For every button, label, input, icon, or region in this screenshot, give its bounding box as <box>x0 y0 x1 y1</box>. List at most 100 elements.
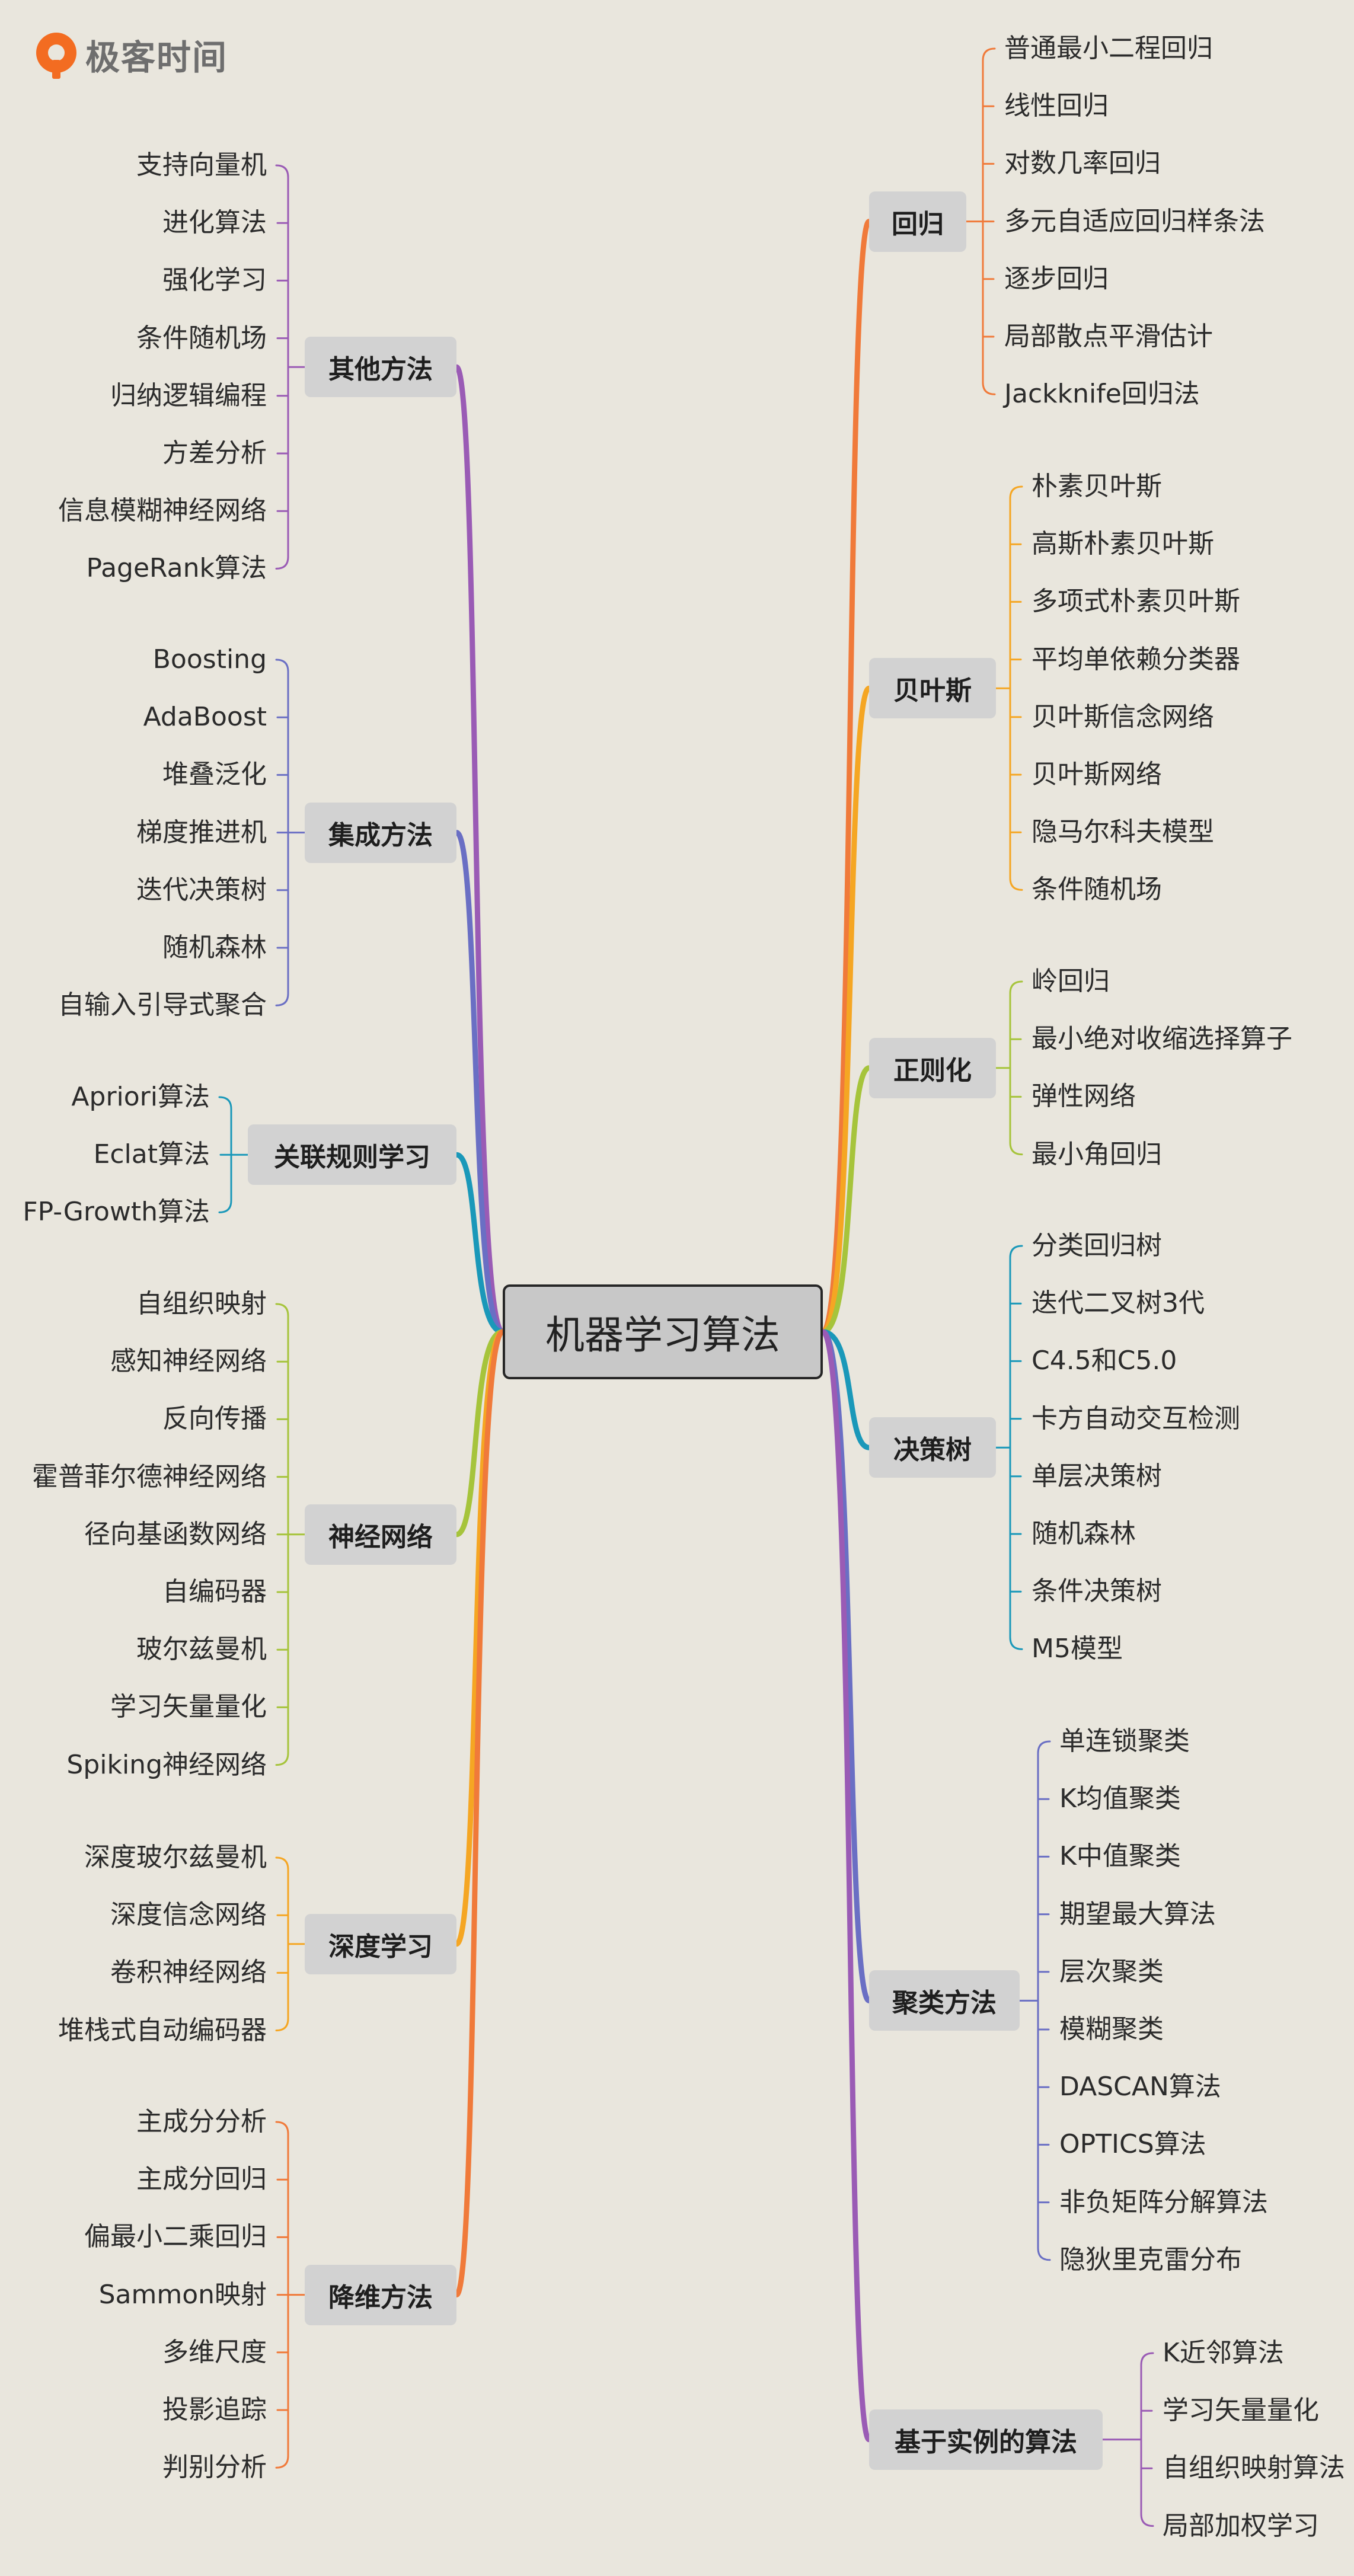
branch-node[interactable]: 神经网络 <box>305 1504 456 1565</box>
leaf-topic[interactable]: 单连锁聚类 <box>1059 1726 1190 1756</box>
leaf-topic[interactable]: 单层决策树 <box>1032 1460 1162 1491</box>
leaf-topic[interactable]: 进化算法 <box>162 207 267 238</box>
leaf-topic[interactable]: Boosting <box>152 644 267 675</box>
leaf-topic[interactable]: Jackknife回归法 <box>1004 379 1200 410</box>
leaf-topic[interactable]: 主成分分析 <box>136 2107 267 2137</box>
leaf-topic[interactable]: 线性回归 <box>1004 91 1109 122</box>
leaf-topic[interactable]: 归纳逻辑编程 <box>110 380 267 411</box>
leaf-topic[interactable]: 梯度推进机 <box>136 817 267 848</box>
leaf-topic[interactable]: 最小绝对收缩选择算子 <box>1032 1024 1292 1054</box>
leaf-topic[interactable]: 迭代二叉树3代 <box>1032 1288 1205 1319</box>
leaf-topic[interactable]: 霍普菲尔德神经网络 <box>32 1461 267 1492</box>
leaf-topic[interactable]: 投影追踪 <box>162 2395 267 2425</box>
branch-node[interactable]: 聚类方法 <box>869 1970 1020 2031</box>
branch-connector <box>454 364 506 1335</box>
leaf-topic[interactable]: 多元自适应回归样条法 <box>1004 206 1265 236</box>
leaf-topic[interactable]: 条件随机场 <box>1032 874 1162 905</box>
leaf-topic[interactable]: 期望最大算法 <box>1059 1899 1216 1929</box>
leaf-topic[interactable]: 分类回归树 <box>1032 1231 1162 1261</box>
leaf-topic[interactable]: 多项式朴素贝叶斯 <box>1032 586 1240 617</box>
branch-connector <box>820 1329 872 2443</box>
leaf-bracket <box>1037 1740 1051 2261</box>
leaf-topic[interactable]: 条件决策树 <box>1032 1576 1162 1607</box>
leaf-topic[interactable]: 对数几率回归 <box>1004 148 1161 179</box>
leaf-topic[interactable]: 朴素贝叶斯 <box>1032 471 1162 501</box>
leaf-topic[interactable]: 条件随机场 <box>136 322 267 353</box>
leaf-topic[interactable]: 学习矢量量化 <box>110 1692 267 1722</box>
leaf-topic[interactable]: M5模型 <box>1032 1634 1123 1664</box>
leaf-topic[interactable]: 自组织映射 <box>136 1289 267 1319</box>
leaf-topic[interactable]: Apriori算法 <box>71 1082 210 1112</box>
branch-node[interactable]: 决策树 <box>869 1417 996 1478</box>
branch-node[interactable]: 正则化 <box>869 1037 996 1098</box>
leaf-topic[interactable]: 反向传播 <box>162 1404 267 1434</box>
leaf-topic[interactable]: Eclat算法 <box>93 1139 210 1170</box>
leaf-topic[interactable]: K均值聚类 <box>1059 1784 1181 1814</box>
leaf-topic[interactable]: 感知神经网络 <box>110 1346 267 1377</box>
leaf-topic[interactable]: 自输入引导式聚合 <box>58 990 267 1021</box>
branch-node[interactable]: 关联规则学习 <box>248 1124 456 1185</box>
leaf-topic[interactable]: 迭代决策树 <box>136 874 267 905</box>
brand-name: 极客时间 <box>85 37 228 78</box>
branch-node[interactable]: 深度学习 <box>305 1913 456 1974</box>
leaf-topic[interactable]: 卡方自动交互检测 <box>1032 1403 1240 1434</box>
leaf-topic[interactable]: 贝叶斯网络 <box>1032 759 1162 790</box>
leaf-topic[interactable]: 非负矩阵分解算法 <box>1059 2187 1268 2217</box>
branch-connector <box>454 1152 506 1335</box>
leaf-topic[interactable]: 随机森林 <box>1032 1519 1136 1549</box>
leaf-topic[interactable]: 支持向量机 <box>136 150 267 180</box>
leaf-topic[interactable]: 多维尺度 <box>162 2337 267 2367</box>
leaf-topic[interactable]: 堆栈式自动编码器 <box>58 2015 267 2046</box>
leaf-topic[interactable]: 逐步回归 <box>1004 263 1109 294</box>
leaf-topic[interactable]: OPTICS算法 <box>1059 2129 1206 2160</box>
leaf-topic[interactable]: Sammon映射 <box>98 2279 267 2310</box>
leaf-topic[interactable]: 局部加权学习 <box>1163 2510 1319 2541</box>
branch-node[interactable]: 降维方法 <box>305 2264 456 2325</box>
leaf-topic[interactable]: 隐马尔科夫模型 <box>1032 817 1214 848</box>
leaf-topic[interactable]: 普通最小二程回归 <box>1004 33 1213 63</box>
leaf-topic[interactable]: 判别分析 <box>162 2452 267 2483</box>
leaf-topic[interactable]: 平均单依赖分类器 <box>1032 644 1240 675</box>
branch-node[interactable]: 贝叶斯 <box>869 658 996 719</box>
leaf-topic[interactable]: 贝叶斯信念网络 <box>1032 701 1214 732</box>
leaf-bracket <box>1009 1245 1023 1650</box>
branch-node[interactable]: 回归 <box>869 191 966 252</box>
leaf-topic[interactable]: 深度信念网络 <box>110 1900 267 1931</box>
leaf-topic[interactable]: 方差分析 <box>162 438 267 468</box>
leaf-topic[interactable]: 模糊聚类 <box>1059 2014 1164 2044</box>
leaf-topic[interactable]: 信息模糊神经网络 <box>58 496 267 526</box>
leaf-topic[interactable]: AdaBoost <box>143 702 267 733</box>
branch-node[interactable]: 其他方法 <box>305 337 456 398</box>
central-topic[interactable]: 机器学习算法 <box>503 1284 823 1379</box>
branch-node[interactable]: 基于实例的算法 <box>869 2409 1103 2470</box>
leaf-topic[interactable]: DASCAN算法 <box>1059 2072 1221 2102</box>
leaf-topic[interactable]: 随机森林 <box>162 932 267 963</box>
leaf-topic[interactable]: 主成分回归 <box>136 2164 267 2195</box>
leaf-topic[interactable]: 岭回归 <box>1032 966 1110 996</box>
leaf-topic[interactable]: 层次聚类 <box>1059 1956 1164 1987</box>
leaf-topic[interactable]: K近邻算法 <box>1163 2338 1284 2368</box>
leaf-topic[interactable]: 深度玻尔兹曼机 <box>84 1842 267 1872</box>
leaf-topic[interactable]: 卷积神经网络 <box>110 1957 267 1988</box>
leaf-topic[interactable]: 最小角回归 <box>1032 1139 1162 1169</box>
leaf-topic[interactable]: 自组织映射算法 <box>1163 2453 1345 2484</box>
leaf-topic[interactable]: 径向基函数网络 <box>84 1519 267 1549</box>
branch-connector <box>454 1329 506 2298</box>
leaf-topic[interactable]: K中值聚类 <box>1059 1841 1181 1872</box>
leaf-topic[interactable]: C4.5和C5.0 <box>1032 1345 1177 1376</box>
leaf-topic[interactable]: 弹性网络 <box>1032 1081 1136 1112</box>
leaf-topic[interactable]: FP-Growth算法 <box>23 1197 210 1228</box>
leaf-topic[interactable]: 隐狄里克雷分布 <box>1059 2244 1242 2275</box>
brand-logo: 极客时间 <box>31 26 228 83</box>
leaf-topic[interactable]: 学习矢量量化 <box>1163 2395 1319 2426</box>
leaf-topic[interactable]: PageRank算法 <box>86 553 267 584</box>
leaf-topic[interactable]: 堆叠泛化 <box>162 759 267 790</box>
leaf-topic[interactable]: Spiking神经网络 <box>66 1749 267 1780</box>
leaf-topic[interactable]: 局部散点平滑估计 <box>1004 321 1213 351</box>
branch-node[interactable]: 集成方法 <box>305 802 456 863</box>
leaf-topic[interactable]: 高斯朴素贝叶斯 <box>1032 529 1214 560</box>
leaf-topic[interactable]: 偏最小二乘回归 <box>84 2222 267 2252</box>
leaf-topic[interactable]: 玻尔兹曼机 <box>136 1634 267 1665</box>
leaf-topic[interactable]: 强化学习 <box>162 265 267 296</box>
leaf-topic[interactable]: 自编码器 <box>162 1577 267 1607</box>
